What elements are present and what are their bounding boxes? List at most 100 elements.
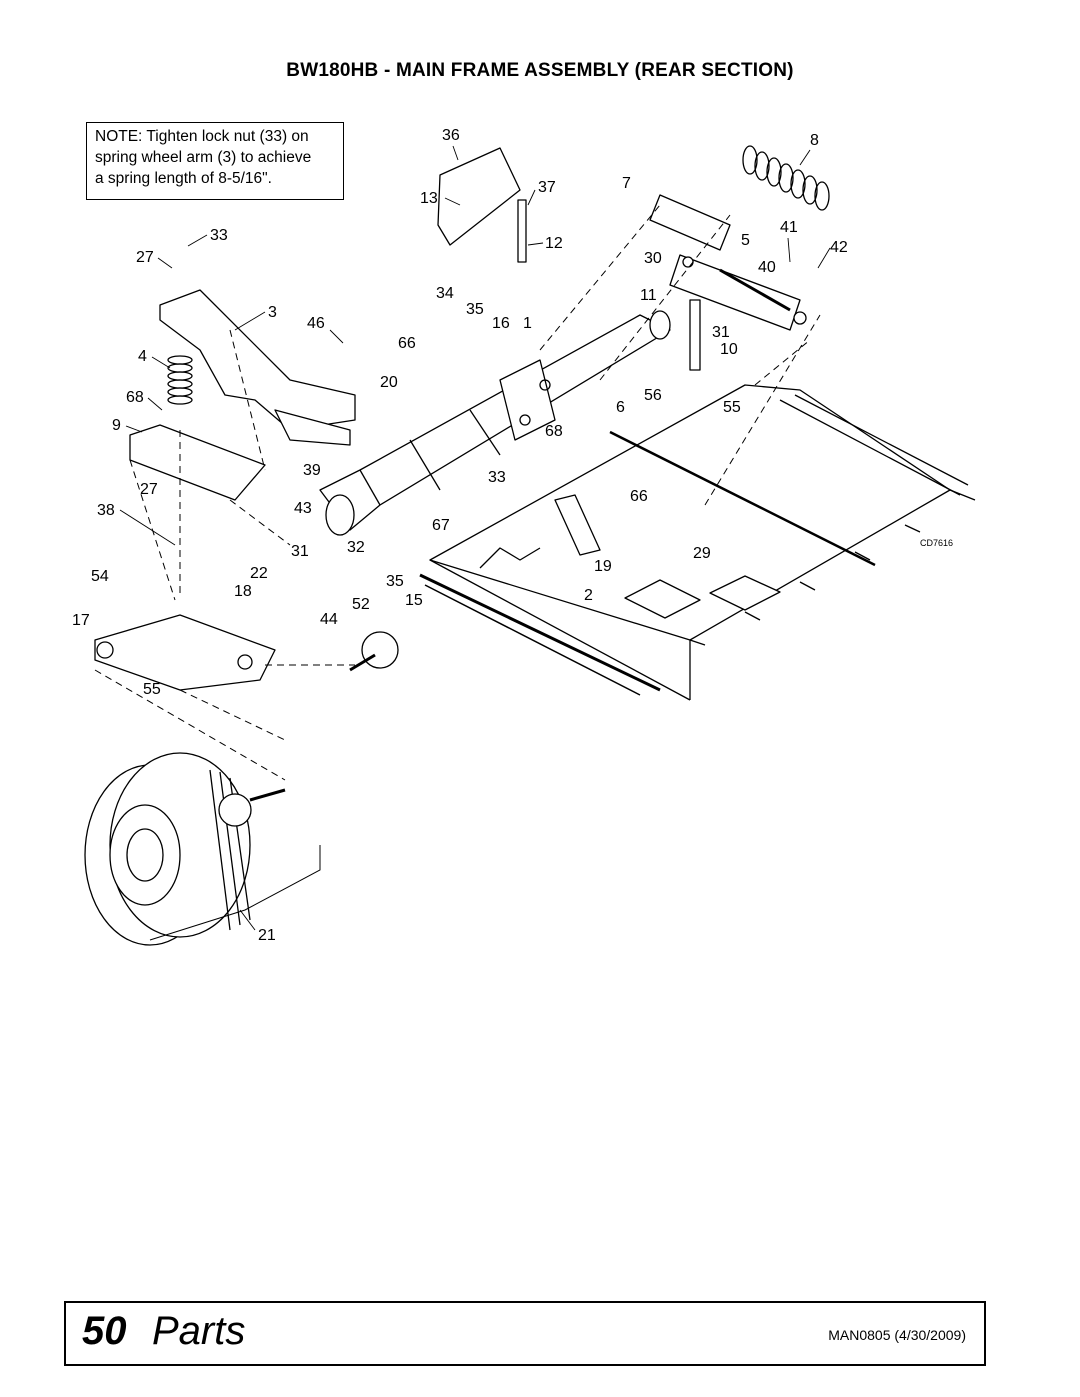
callout-44: 44 (320, 611, 338, 628)
callout-55-b: 55 (143, 681, 161, 698)
callout-56: 56 (644, 387, 662, 404)
note-line-1: NOTE: Tighten lock nut (33) on (95, 128, 309, 145)
page-footer: 50 Parts MAN0805 (4/30/2009) (64, 1301, 986, 1366)
page-number: 50 (82, 1309, 127, 1353)
callout-30: 30 (644, 250, 662, 267)
callout-46: 46 (307, 315, 325, 332)
main-frame-tube (319, 310, 671, 536)
callout-36: 36 (442, 127, 460, 144)
hydraulic-cylinder (649, 194, 807, 331)
callout-21: 21 (258, 927, 276, 944)
callout-5: 5 (741, 232, 750, 249)
axle-bracket (94, 614, 276, 691)
leader-38 (119, 509, 176, 546)
leader-42 (817, 247, 831, 269)
callout-31: 31 (712, 324, 730, 341)
leader-3 (234, 311, 266, 331)
wheel-tire (84, 752, 251, 946)
page-title: BW180HB - MAIN FRAME ASSEMBLY (REAR SECT… (286, 60, 794, 81)
leader-13 (444, 197, 461, 206)
callout-67: 67 (432, 517, 450, 534)
leader-4 (151, 356, 171, 369)
arm-bracket (129, 424, 266, 501)
callout-55: 55 (723, 399, 741, 416)
callout-16: 16 (492, 315, 510, 332)
leader-27 (157, 257, 173, 269)
callout-15: 15 (405, 592, 423, 609)
leader-37 (527, 189, 536, 206)
dashed-guide-8 (229, 499, 291, 546)
note-line-3: a spring length of 8-5/16". (95, 170, 272, 187)
callout-66-b: 66 (630, 488, 648, 505)
leader-68 (147, 397, 163, 411)
callout-3: 3 (268, 304, 277, 321)
access-plate-2 (624, 579, 701, 619)
callout-39: 39 (303, 462, 321, 479)
drawing-code: CD7616 (920, 538, 953, 548)
leader-46 (329, 329, 344, 344)
callout-11: 11 (640, 287, 657, 304)
dashed-guide-3 (754, 339, 811, 386)
leader-9 (125, 425, 143, 433)
deck-frame (429, 384, 976, 701)
callout-35-b: 35 (386, 573, 404, 590)
leader-8 (799, 149, 811, 166)
callout-37: 37 (538, 179, 556, 196)
callout-13: 13 (420, 190, 438, 207)
note-line-2: spring wheel arm (3) to achieve (95, 149, 312, 166)
callout-27-b: 27 (140, 481, 158, 498)
rod-6 (609, 430, 876, 567)
wheel-hub (218, 788, 286, 827)
link-12 (517, 199, 527, 263)
callout-9: 9 (112, 417, 121, 434)
spring-wheel-arm (159, 289, 356, 446)
arm-spring (167, 355, 193, 405)
shield-plate (437, 147, 521, 246)
spring-coil (742, 145, 830, 211)
callout-41: 41 (780, 219, 798, 236)
callout-52: 52 (352, 596, 370, 613)
document-reference: MAN0805 (4/30/2009) (828, 1327, 966, 1343)
dashed-guide-6 (229, 329, 266, 471)
leader-12 (527, 242, 544, 246)
dashed-guide-10 (94, 669, 286, 781)
callout-2: 2 (584, 587, 593, 604)
callout-43: 43 (294, 500, 312, 517)
callout-68: 68 (126, 389, 144, 406)
callout-68-b: 68 (545, 423, 563, 440)
callout-34: 34 (436, 285, 454, 302)
callout-6: 6 (616, 399, 625, 416)
callout-19: 19 (594, 558, 612, 575)
leader-36 (452, 145, 459, 161)
assembly-note: NOTE: Tighten lock nut (33) on spring wh… (86, 122, 344, 200)
callout-54: 54 (91, 568, 109, 585)
callout-38: 38 (97, 502, 115, 519)
callout-27: 27 (136, 249, 154, 266)
callout-22: 22 (250, 565, 268, 582)
callout-10: 10 (720, 341, 738, 358)
leader-41 (787, 237, 791, 263)
callout-18: 18 (234, 583, 252, 600)
section-title: Parts (152, 1309, 246, 1353)
dashed-guide-1 (539, 204, 661, 351)
leader-33 (187, 234, 208, 247)
callout-17: 17 (72, 612, 90, 629)
callout-33-b: 33 (488, 469, 506, 486)
dashed-guide-4 (704, 314, 821, 506)
gusset-plate (554, 494, 601, 556)
callout-20: 20 (380, 374, 398, 391)
access-plate (709, 575, 781, 611)
callout-66: 66 (398, 335, 416, 352)
link-10 (689, 299, 701, 371)
callout-8: 8 (810, 132, 819, 149)
callout-4: 4 (138, 348, 147, 365)
skid-rail (419, 547, 661, 696)
callout-1: 1 (523, 315, 532, 332)
dashed-guide-11 (179, 689, 286, 741)
dashed-guide-7 (129, 459, 176, 601)
callout-33: 33 (210, 227, 228, 244)
callout-29: 29 (693, 545, 711, 562)
hub-assembly (349, 631, 399, 672)
callout-42: 42 (830, 239, 848, 256)
